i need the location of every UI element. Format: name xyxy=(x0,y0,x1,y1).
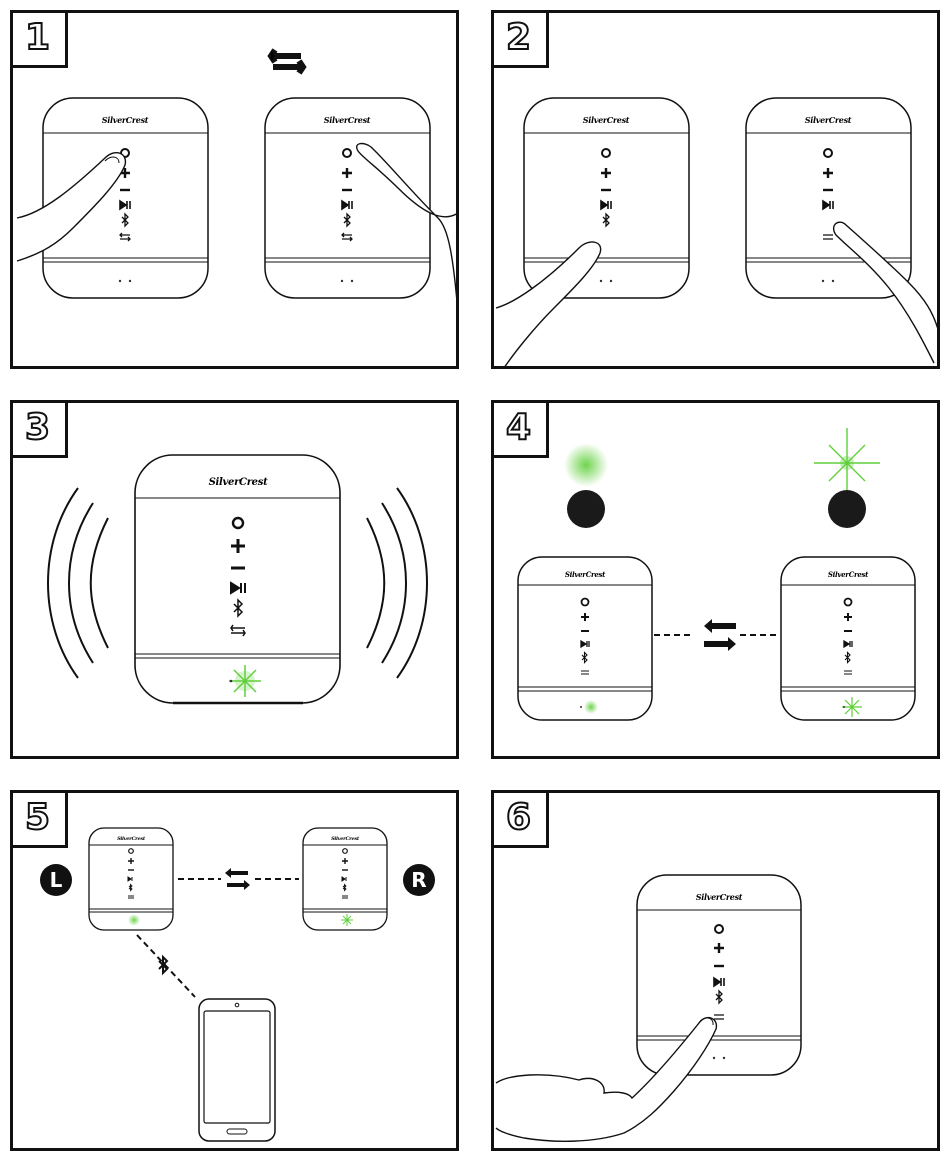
svg-text:SilverCrest: SilverCrest xyxy=(828,570,869,579)
svg-text:R: R xyxy=(411,868,426,892)
indicator-dot-right xyxy=(828,490,866,528)
badge-right: R xyxy=(403,864,435,896)
speaker-right: SilverCrest xyxy=(265,98,430,298)
indicator-dot-left xyxy=(567,490,605,528)
speaker: SilverCrest xyxy=(135,455,340,703)
double-arrow-icon xyxy=(225,868,250,890)
step-4-illustration: SilverCrest SilverCrest xyxy=(494,403,940,759)
speaker-right: SilverCrest xyxy=(303,828,387,930)
step-number: 4 xyxy=(491,400,549,458)
sound-waves-right xyxy=(367,488,427,678)
svg-text:SilverCrest: SilverCrest xyxy=(102,115,149,125)
badge-left: L xyxy=(40,864,72,896)
step-number: 3 xyxy=(10,400,68,458)
svg-text:SilverCrest: SilverCrest xyxy=(696,892,743,902)
led-flash-top xyxy=(814,428,880,498)
speaker: SilverCrest xyxy=(637,875,801,1075)
step-number: 2 xyxy=(491,10,549,68)
svg-text:L: L xyxy=(50,868,63,892)
sound-waves-left xyxy=(48,488,108,678)
svg-text:SilverCrest: SilverCrest xyxy=(583,115,630,125)
step-5-illustration: L SilverCrest SilverCrest xyxy=(13,793,459,1151)
step-number: 6 xyxy=(491,790,549,848)
led-glow xyxy=(564,443,608,487)
step-2-panel: 2 SilverCrest SilverCrest xyxy=(491,10,940,369)
speaker-left: SilverCrest xyxy=(89,828,173,930)
step-1-illustration: SilverCrest SilverCrest xyxy=(13,13,459,369)
step-6-panel: 6 SilverCrest xyxy=(491,790,940,1151)
svg-text:SilverCrest: SilverCrest xyxy=(565,570,606,579)
double-arrow-icon xyxy=(704,619,736,651)
step-3-illustration: SilverCrest xyxy=(13,403,459,759)
step-number: 5 xyxy=(10,790,68,848)
step-5-panel: 5 L SilverCrest xyxy=(10,790,459,1151)
step-4-panel: 4 SilverCrest xyxy=(491,400,940,759)
svg-text:SilverCrest: SilverCrest xyxy=(209,477,268,488)
svg-text:SilverCrest: SilverCrest xyxy=(117,836,146,842)
step-3-panel: 3 SilverCrest xyxy=(10,400,459,759)
speaker-right: SilverCrest xyxy=(781,557,915,720)
step-6-illustration: SilverCrest xyxy=(494,793,940,1151)
svg-text:SilverCrest: SilverCrest xyxy=(324,115,371,125)
speaker-left: SilverCrest xyxy=(524,98,689,298)
step-number: 1 xyxy=(10,10,68,68)
smartphone-icon xyxy=(199,999,275,1141)
speaker-left: SilverCrest xyxy=(518,557,652,720)
double-arrow-icon xyxy=(271,50,303,73)
step-2-illustration: SilverCrest SilverCrest xyxy=(494,13,940,369)
svg-text:SilverCrest: SilverCrest xyxy=(331,836,360,842)
step-1-panel: 1 SilverCrest xyxy=(10,10,459,369)
svg-text:SilverCrest: SilverCrest xyxy=(805,115,852,125)
